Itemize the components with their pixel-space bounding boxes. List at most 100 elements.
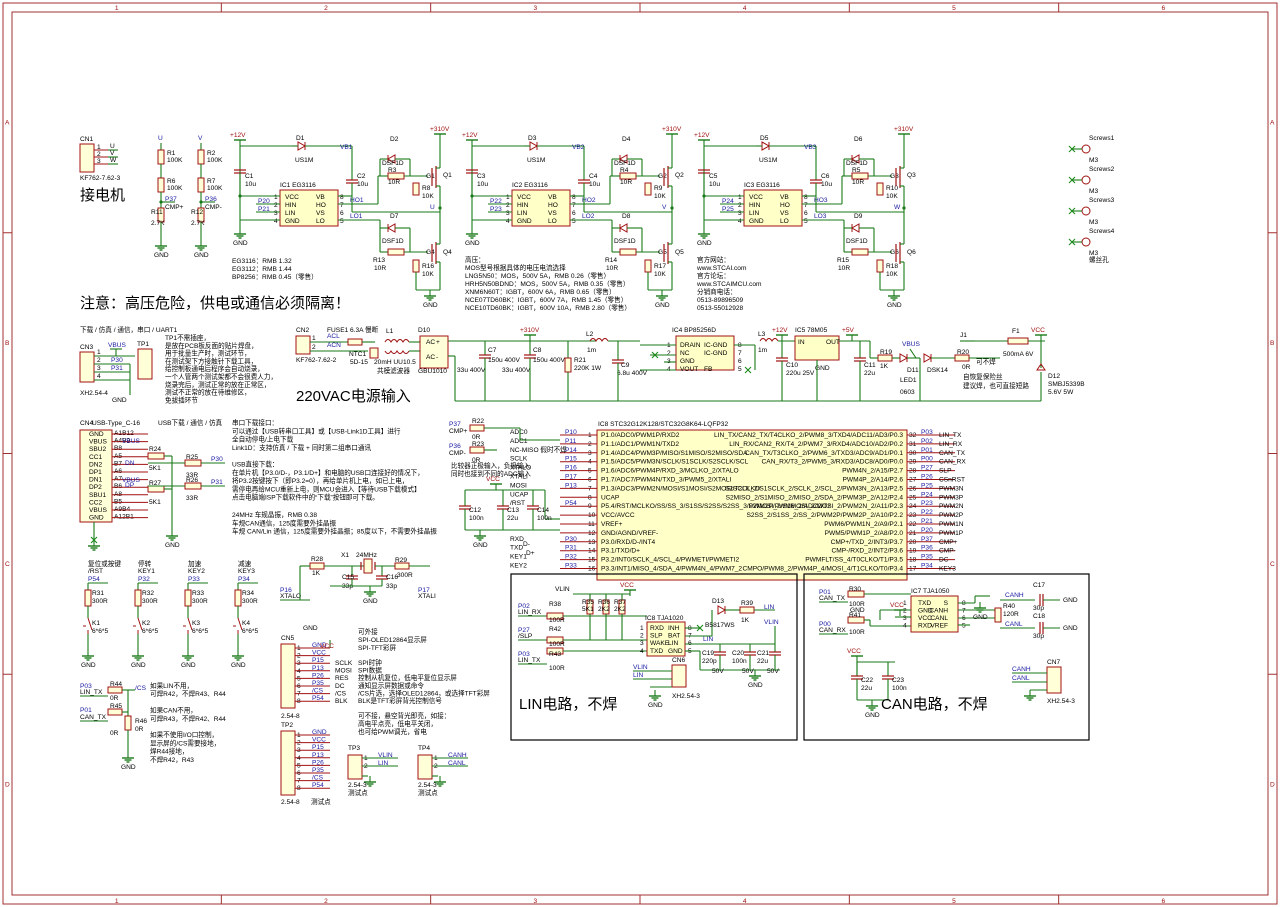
net-label: LO2 bbox=[582, 213, 595, 220]
ic-pin: GND bbox=[285, 218, 300, 225]
can-title: CAN电路，不焊 bbox=[881, 696, 988, 713]
net: LIN bbox=[703, 636, 713, 643]
crystal-notes: 24MHz 车规晶振，RMB 0.38车规CAN通信，125度需要外挂晶振车规 … bbox=[232, 510, 437, 536]
cap-ref: C17 bbox=[1033, 582, 1045, 589]
frame-col-label: 3 bbox=[533, 898, 537, 905]
mcu-left-label: SCLK bbox=[510, 456, 528, 463]
net-label: HO3 bbox=[814, 197, 828, 204]
mcu-right-pin: S2SCLK_2/S1SCLK_2/SCLK_2/SCL_2/PWM3N_2/A… bbox=[725, 485, 903, 492]
label: 2 bbox=[667, 350, 671, 357]
uart-title: 下载 / 仿真 / 通信，串口 / UART1 bbox=[80, 325, 178, 334]
mcu-left-pin: P1.5/ADC5/PWM3N/SCLK/S1SCLK/S2SCLK/SCL bbox=[601, 459, 749, 466]
cap-ref: C8 bbox=[533, 347, 542, 354]
gnd: GND bbox=[1063, 625, 1078, 632]
mcu-left-pin: P1.4/ADC4/PWM3P/MISO/S1MISO/S2MISO/SDA bbox=[601, 450, 748, 457]
testpoint-name: 测试点 bbox=[311, 797, 331, 806]
net-label: VB2 bbox=[572, 144, 585, 151]
xtal-ref: X1 bbox=[341, 552, 349, 559]
diode-part: DSF1D bbox=[614, 160, 636, 167]
power-label: +12V bbox=[772, 327, 788, 334]
resistor-ref: R21 bbox=[574, 357, 586, 364]
key-title: 停转 bbox=[138, 559, 152, 568]
lin-ic-pin: BAT bbox=[668, 633, 680, 640]
diode-part: US1M bbox=[759, 157, 777, 164]
diode-symbol bbox=[386, 223, 396, 233]
resistor-value: 2.7K bbox=[191, 220, 205, 227]
cs-selector: P03LIN_TXR440R/CSP01CAN_TXR450RR460RGND如… bbox=[80, 681, 226, 771]
resistor bbox=[157, 149, 165, 165]
net: P37 bbox=[449, 421, 461, 428]
diode-part: DSF1D bbox=[614, 238, 636, 245]
gnd-label: GND bbox=[154, 252, 169, 259]
resistor-ref: R35 bbox=[582, 599, 594, 606]
gnd-label: GND bbox=[887, 302, 902, 309]
net-name: CAN_RX bbox=[819, 627, 846, 634]
resistor-ref: R8 bbox=[422, 185, 431, 192]
resistor-ref: R1 bbox=[167, 150, 176, 157]
tp2-net: GND bbox=[312, 729, 327, 736]
power-label: VCC bbox=[847, 648, 861, 655]
resistor bbox=[309, 562, 325, 570]
net-label: VB1 bbox=[340, 144, 353, 151]
gnd-label: GND bbox=[423, 302, 438, 309]
oled-net: P54 bbox=[312, 695, 324, 702]
usb-note: 可以通过【USB转串口工具】或【USB-Link1D工具】进行 bbox=[232, 426, 401, 435]
pin-num: 6 bbox=[804, 210, 808, 217]
usb-pin-name: DP2 bbox=[89, 484, 102, 491]
gnd-label: GND bbox=[697, 240, 712, 247]
resistor-value: 5K1 bbox=[582, 606, 594, 613]
led-symbol bbox=[899, 353, 909, 363]
resistor-ref: R10 bbox=[886, 185, 898, 192]
cap-ref: C22 bbox=[861, 677, 873, 684]
switch-symbol bbox=[233, 617, 243, 634]
tp2-net: /CS bbox=[312, 775, 324, 782]
resistor bbox=[84, 589, 92, 607]
mcu-left-label: NC-MISO 假时不焊 bbox=[510, 445, 567, 454]
choke-value: 20mH UU10.5 bbox=[374, 359, 416, 366]
mcu-right-net: P02 bbox=[921, 438, 933, 445]
diode-symbol bbox=[761, 141, 771, 151]
frame-col-label: 4 bbox=[743, 898, 747, 905]
label: 1 bbox=[903, 600, 907, 607]
tvs-symbol bbox=[1036, 363, 1046, 371]
switch-value: 6*6*5 bbox=[192, 628, 208, 635]
net-name: XTALO bbox=[280, 593, 301, 600]
ic-pin: LIN bbox=[517, 210, 527, 217]
pin-num: 4 bbox=[274, 218, 278, 225]
uart-note: 是放在PCB板反面的贴片焊盘， bbox=[165, 341, 258, 350]
resistor-ref: R3 bbox=[388, 167, 397, 174]
ic-pin: LIN bbox=[285, 210, 295, 217]
mos-note: HRH5N50BDND：MOS，500V 5A，RMB 0.35（零售） bbox=[465, 279, 630, 288]
uart-note: 给控制板通电后程序会自动烧录， bbox=[165, 364, 264, 373]
usb-note: Link1D：支持仿真 / 下载 + 同时第二组串口通讯 bbox=[232, 443, 371, 452]
ic-pin: HO bbox=[780, 202, 790, 209]
mcu-right-pin: CMPO/PWM8_2/PWM4P_4/MOSI_4/T1CLKO/T0/P3.… bbox=[743, 566, 904, 573]
cap-value: 100n bbox=[892, 685, 907, 692]
pin-num: 8 bbox=[572, 194, 576, 201]
diode-symbol bbox=[529, 141, 539, 151]
label: 3 bbox=[640, 640, 644, 647]
cap-value: 22u bbox=[864, 370, 875, 377]
mcu-left-label: TXD bbox=[510, 545, 523, 552]
resistor bbox=[234, 589, 242, 607]
ic-pin: VCC bbox=[517, 194, 531, 201]
frame-row-label: C bbox=[1270, 561, 1275, 568]
mcu-left-pin: GND/AGND/VREF- bbox=[601, 530, 658, 537]
fuse-ref: FUSE1 bbox=[327, 327, 349, 334]
net: P16 bbox=[280, 587, 292, 594]
cn6-ref: CN6 bbox=[672, 657, 686, 664]
mcu-right-net: P00 bbox=[921, 456, 933, 463]
fuse-value: 6.3A 慢断 bbox=[350, 325, 379, 334]
frame-row-label: B bbox=[5, 340, 10, 347]
oled-signal: /CS bbox=[335, 690, 347, 697]
cap-value: 22u bbox=[757, 658, 768, 665]
tp2-net: P35 bbox=[312, 767, 324, 774]
resistor-value: 33R bbox=[186, 495, 198, 502]
mcu-left-net: P11 bbox=[565, 438, 577, 445]
cmp-note: 同时也接到不同的ADC输入 bbox=[451, 469, 531, 478]
key-net: P33 bbox=[188, 576, 200, 583]
mcu-left-label: RXD bbox=[510, 536, 524, 543]
net: P00 bbox=[819, 621, 831, 628]
resistor bbox=[412, 259, 420, 273]
diode-ref: D9 bbox=[854, 213, 863, 220]
